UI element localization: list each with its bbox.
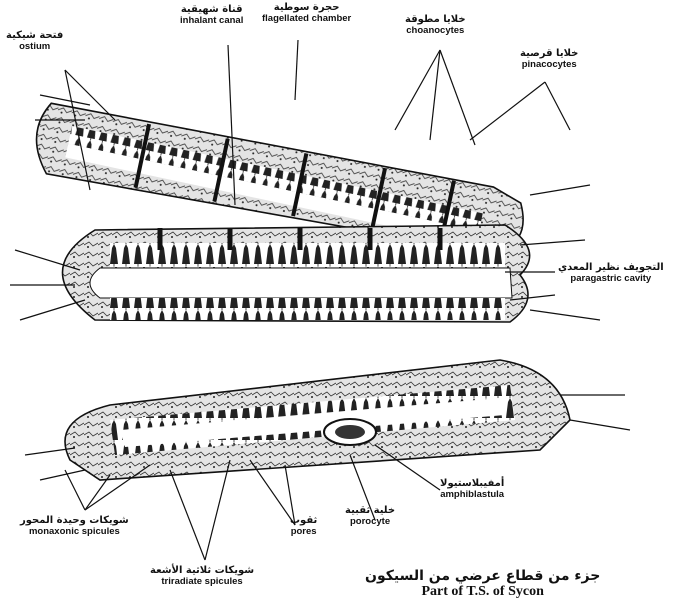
label-choanocytes: خلايا مطوقة choanocytes xyxy=(405,14,466,36)
label-paragastric-cavity-ar: التجويف نظير المعدي xyxy=(558,262,664,274)
label-triradiate-spicules: شويكات ثلاثية الأشعة triradiate spicules xyxy=(150,565,254,587)
lower-body-section xyxy=(65,360,570,480)
label-pinacocytes-en: pinacocytes xyxy=(520,60,578,71)
label-pores-en: pores xyxy=(290,527,317,538)
label-triradiate-spicules-ar: شويكات ثلاثية الأشعة xyxy=(150,565,254,577)
label-amphiblastula-ar: أمفيبلاستيولا xyxy=(440,478,504,490)
label-pinacocytes: خلايا قرصية pinacocytes xyxy=(520,48,578,70)
label-inhalant-canal-ar: قناة شهيقية xyxy=(180,4,243,16)
label-inhalant-canal: قناة شهيقية inhalant canal xyxy=(180,4,243,26)
label-pinacocytes-ar: خلايا قرصية xyxy=(520,48,578,60)
label-porocyte: خلية ثقبية porocyte xyxy=(345,505,395,527)
label-amphiblastula-en: amphiblastula xyxy=(440,490,504,501)
label-monaxonic-spicules-ar: شويكات وحيدة المحور xyxy=(20,515,129,527)
label-flagellated-chamber-ar: حجرة سوطية xyxy=(262,2,351,14)
label-choanocytes-ar: خلايا مطوقة xyxy=(405,14,466,26)
label-ostium-en: ostium xyxy=(6,42,63,53)
label-inhalant-canal-en: inhalant canal xyxy=(180,16,243,27)
label-porocyte-ar: خلية ثقبية xyxy=(345,505,395,517)
label-flagellated-chamber-en: flagellated chamber xyxy=(262,14,351,25)
label-pores-ar: ثقوب xyxy=(290,515,317,527)
figure-caption-en: Part of T.S. of Sycon xyxy=(365,584,600,600)
label-monaxonic-spicules: شويكات وحيدة المحور monaxonic spicules xyxy=(20,515,129,537)
label-paragastric-cavity: التجويف نظير المعدي paragastric cavity xyxy=(558,262,664,284)
label-pores: ثقوب pores xyxy=(290,515,317,537)
label-paragastric-cavity-en: paragastric cavity xyxy=(558,274,664,285)
label-ostium: فتحة شيكية ostium xyxy=(6,30,63,52)
label-ostium-ar: فتحة شيكية xyxy=(6,30,63,42)
label-choanocytes-en: choanocytes xyxy=(405,26,466,37)
label-triradiate-spicules-en: triradiate spicules xyxy=(150,577,254,588)
label-amphiblastula: أمفيبلاستيولا amphiblastula xyxy=(440,478,504,500)
middle-body-section xyxy=(63,225,530,322)
figure-caption-ar: جزء من قطاع عرضي من السيكون xyxy=(365,568,600,584)
label-porocyte-en: porocyte xyxy=(345,517,395,528)
figure-caption: جزء من قطاع عرضي من السيكون Part of T.S.… xyxy=(365,568,600,600)
label-flagellated-chamber: حجرة سوطية flagellated chamber xyxy=(262,2,351,24)
label-monaxonic-spicules-en: monaxonic spicules xyxy=(20,527,129,538)
